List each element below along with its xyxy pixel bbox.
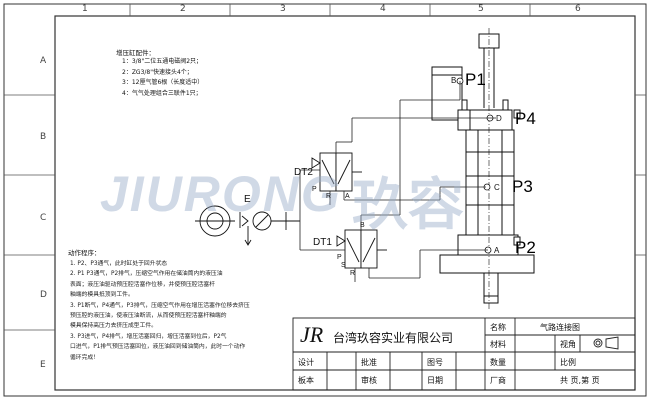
valve-port-b: B [360, 222, 365, 229]
program-line: 1. P2、P3通气，此时缸处于回升状态 [70, 261, 168, 267]
label-drawing-no: 图号 [427, 358, 443, 367]
program-line: 釉端的模具抵顶到工件。 [70, 292, 134, 299]
zone-top-4: 4 [380, 4, 386, 14]
port-label-p1: P1 [465, 70, 486, 89]
zone-top-6: 6 [575, 4, 581, 14]
program-line: 3. P1断气，P4通气，P3排气，压缩空气作用在增压活塞作位移去挤压 [70, 302, 250, 309]
zone-side-c: C [40, 213, 47, 223]
zone-ticks [4, 4, 646, 331]
port-letter-d: D [496, 114, 502, 123]
watermark-chinese: 玖容 [352, 173, 464, 238]
accessory-item: 2：ZG3/8"快速接头4个； [122, 68, 193, 76]
valve-port-p: P [312, 186, 317, 193]
zone-side-d: D [40, 290, 47, 300]
valve-dt1-symbol [336, 229, 387, 269]
zone-side-b: B [40, 132, 47, 142]
upper-block [457, 109, 513, 131]
source-label-e: E [244, 194, 251, 205]
program-line: 循环完成！ [70, 354, 99, 361]
oil-reservoir [431, 66, 463, 121]
valve-port-r: R [326, 193, 332, 200]
accessory-item: 4：气气处理组合三联件1只； [122, 89, 202, 97]
program-list: 1. P2、P3通气，此时缸处于回升状态 2. P1 P3通气，P2排气，压缩空… [70, 259, 292, 363]
label-template: 板本 [298, 376, 314, 385]
program-line: 2. P1 P3通气，P2排气，压缩空气作用在储油筒内的液压油 [70, 271, 223, 278]
booster-cylinder [431, 28, 535, 310]
label-pages: 共 页,第 页 [560, 376, 600, 385]
zone-side-e: E [40, 360, 46, 370]
program-line: 3. P3进气，P4排气，增压活塞回归，增压活塞到位后，P2气 [70, 333, 227, 340]
zone-top-2: 2 [180, 4, 186, 14]
company-name: 台湾玖容实业有限公司 [333, 331, 454, 345]
program-line: 预压腔的液压油，使液压油断流，从而使预压腔活塞杆釉端的 [70, 313, 227, 320]
valve-label-dt2: DT2 [294, 167, 313, 178]
piston-rod [483, 272, 499, 304]
air-lines [299, 81, 496, 282]
value-name: 气路连接图 [540, 323, 580, 332]
label-name: 名称 [490, 323, 506, 332]
program-title: 动作程序： [68, 249, 101, 257]
watermark-latin: JIURONG [100, 166, 342, 222]
accessory-item: 3：12厘气管6根（长度适中） [122, 79, 204, 86]
program-line: 口进气，P1排气预压活塞回位，液压油回到储油筒内，此时一个动作 [70, 344, 246, 351]
port-letter-a: A [494, 246, 500, 255]
accessories-title: 增压缸配件： [116, 49, 155, 57]
zone-side-a: A [40, 56, 47, 66]
port-letter-b: B [451, 76, 457, 85]
label-quantity: 数量 [490, 358, 506, 367]
port-label-p3: P3 [512, 177, 533, 196]
valve-port-a: A [345, 193, 350, 200]
program-line: 表面；液压油驱动预压腔活塞作位移，并使预压腔活塞杆 [70, 281, 215, 288]
accessories-list: 1：3/8"二位五通电磁阀2只； 2：ZG3/8"快速接头4个； 3：12厘气管… [122, 57, 203, 99]
label-factory: 厂商 [490, 376, 506, 385]
program-line: 模具保持高压力去挤压成型工件。 [70, 323, 157, 330]
cylinder-body [465, 129, 515, 241]
outer-frame [3, 3, 647, 397]
valve-label-dt1: DT1 [313, 237, 332, 248]
zone-top-1: 1 [82, 4, 88, 14]
label-date: 日期 [427, 376, 443, 385]
title-block-grid [292, 317, 636, 391]
accessory-item: 1：3/8"二位五通电磁阀2只； [122, 58, 203, 65]
label-view: 视角 [560, 340, 576, 349]
label-material: 材料 [490, 340, 506, 349]
port-label-p2: P2 [515, 238, 536, 257]
valve-port-p2: P [337, 254, 342, 261]
port-letter-c: C [494, 183, 500, 192]
valve-dt2-symbol [311, 152, 362, 192]
label-approve: 批准 [361, 358, 377, 367]
label-scale: 比例 [560, 358, 576, 367]
air-source-unit [195, 205, 300, 246]
label-review: 审核 [361, 376, 377, 385]
label-design: 设计 [298, 358, 314, 367]
valve-port-s: S [341, 262, 346, 269]
valve-port-r2: R [350, 270, 356, 277]
port-label-p4: P4 [515, 109, 536, 128]
zone-top-5: 5 [478, 4, 484, 14]
zone-top-3: 3 [280, 4, 286, 14]
company-logo: JR [300, 322, 324, 347]
